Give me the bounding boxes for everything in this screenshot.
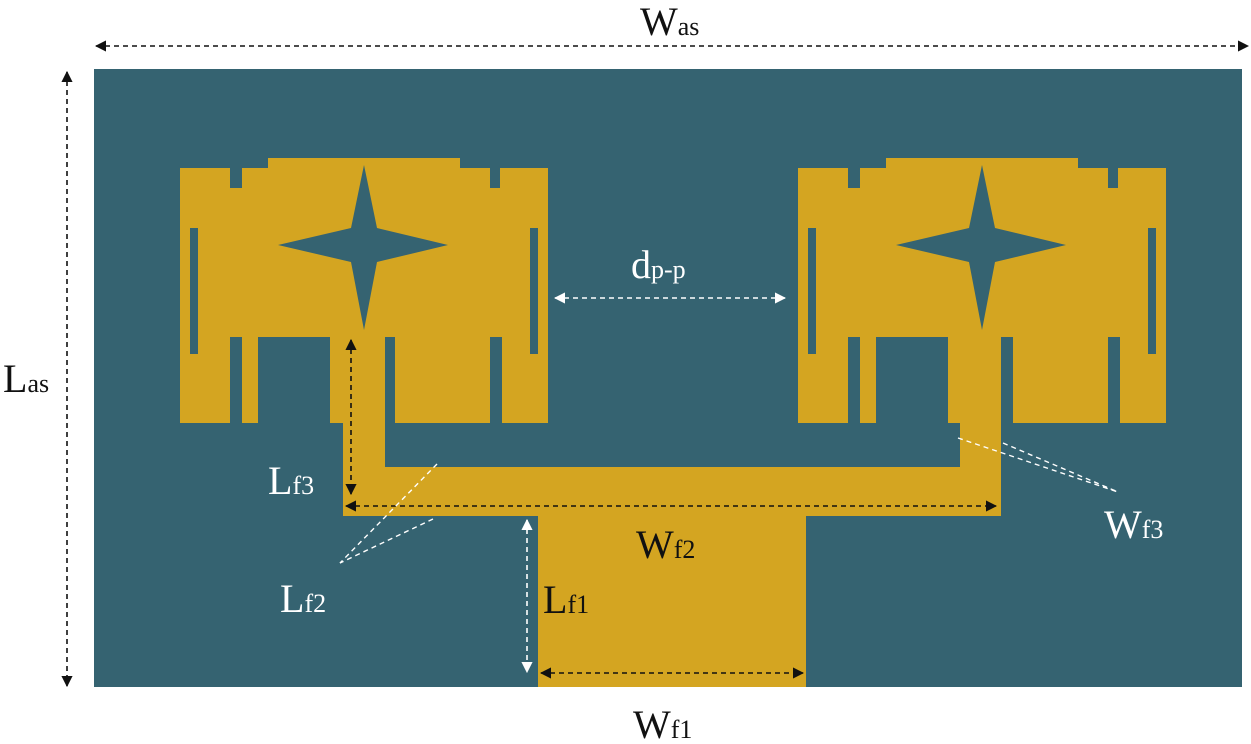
wf2-label: Wf2	[636, 522, 695, 567]
lf3-label: Lf3	[268, 458, 314, 503]
feed-network-branch	[343, 337, 1001, 516]
wf3-label: Wf3	[1104, 502, 1163, 547]
dpp-label: dp-p	[631, 242, 686, 287]
lf2-label: Lf2	[280, 576, 326, 621]
las-label: Las	[3, 356, 49, 401]
was-label: Was	[640, 0, 699, 44]
wf3-leader-lines	[957, 437, 1119, 493]
lf1-label: Lf1	[543, 577, 589, 622]
lf2-leader-lines	[339, 463, 438, 564]
wf1-label: Wf1	[633, 702, 692, 744]
main-feed-line	[538, 516, 806, 687]
